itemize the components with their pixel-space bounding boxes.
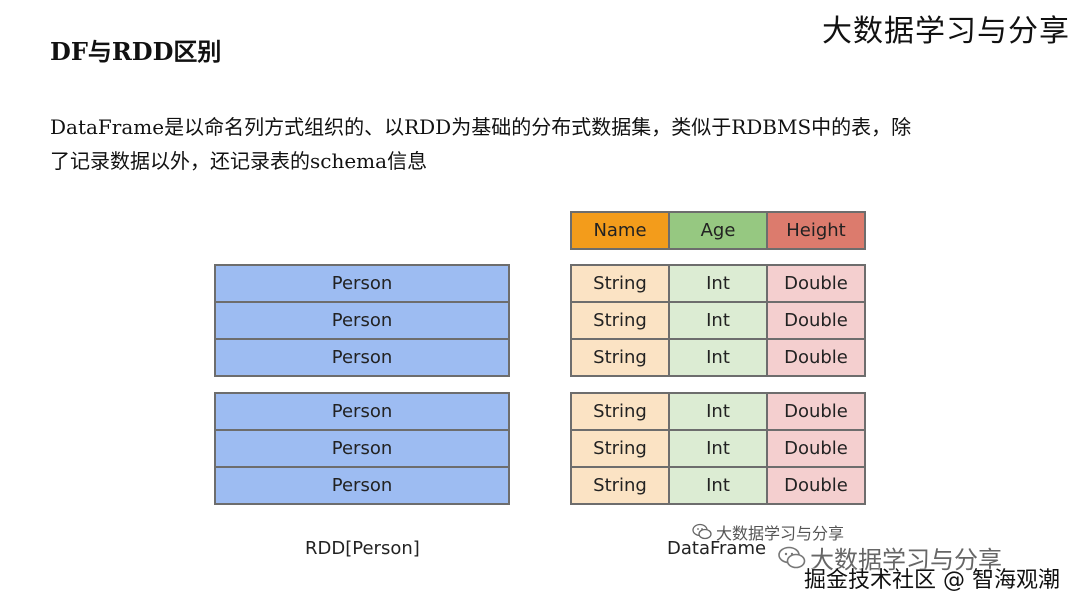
dataframe-cell: String bbox=[572, 340, 668, 375]
watermark-small: 大数据学习与分享 bbox=[692, 520, 844, 544]
header-cell-age: Age bbox=[670, 213, 766, 248]
brand-title: 大数据学习与分享 bbox=[822, 14, 1070, 49]
rdd-partition-1: Person Person Person bbox=[214, 264, 510, 377]
dataframe-row: String Int Double bbox=[572, 266, 864, 301]
rdd-partition-2: Person Person Person bbox=[214, 392, 510, 505]
dataframe-cell: String bbox=[572, 468, 668, 503]
dataframe-row: String Int Double bbox=[572, 394, 864, 429]
rdd-row: Person bbox=[216, 468, 508, 503]
wechat-icon bbox=[778, 546, 806, 570]
rdd-row: Person bbox=[216, 266, 508, 301]
dataframe-row: String Int Double bbox=[572, 468, 864, 503]
rdd-row: Person bbox=[216, 394, 508, 429]
footer-watermark: 掘金技术社区 @ 智海观潮 bbox=[804, 568, 1060, 593]
rdd-row: Person bbox=[216, 340, 508, 375]
dataframe-cell: Double bbox=[768, 468, 864, 503]
rdd-caption: RDD[Person] bbox=[305, 538, 420, 559]
dataframe-cell: Int bbox=[670, 431, 766, 466]
dataframe-cell: Double bbox=[768, 431, 864, 466]
dataframe-cell: Double bbox=[768, 340, 864, 375]
rdd-row: Person bbox=[216, 303, 508, 338]
dataframe-cell: String bbox=[572, 266, 668, 301]
dataframe-cell: Int bbox=[670, 340, 766, 375]
dataframe-row: String Int Double bbox=[572, 303, 864, 338]
description: DataFrame是以命名列方式组织的、以RDD为基础的分布式数据集，类似于RD… bbox=[50, 110, 990, 178]
dataframe-row: String Int Double bbox=[572, 340, 864, 375]
dataframe-caption: DataFrame bbox=[667, 538, 767, 559]
header-cell-name: Name bbox=[572, 213, 668, 248]
dataframe-cell: Double bbox=[768, 303, 864, 338]
dataframe-cell: Double bbox=[768, 394, 864, 429]
dataframe-cell: Int bbox=[670, 266, 766, 301]
wechat-icon bbox=[692, 523, 712, 541]
dataframe-header-row: Name Age Height bbox=[572, 213, 864, 248]
dataframe-cell: String bbox=[572, 303, 668, 338]
dataframe-cell: Int bbox=[670, 303, 766, 338]
dataframe-cell: Int bbox=[670, 468, 766, 503]
rdd-row: Person bbox=[216, 431, 508, 466]
description-line-1: DataFrame是以命名列方式组织的、以RDD为基础的分布式数据集，类似于RD… bbox=[50, 115, 912, 139]
page-title: DF与RDD区别 bbox=[50, 37, 222, 66]
watermark-small-text: 大数据学习与分享 bbox=[716, 524, 845, 543]
dataframe-partition-2: String Int Double String Int Double Stri… bbox=[570, 392, 866, 505]
header-cell-height: Height bbox=[768, 213, 864, 248]
dataframe-partition-1: String Int Double String Int Double Stri… bbox=[570, 264, 866, 377]
dataframe-row: String Int Double bbox=[572, 431, 864, 466]
dataframe-header: Name Age Height bbox=[570, 211, 866, 250]
watermark-large: 大数据学习与分享 bbox=[778, 540, 1002, 575]
dataframe-cell: String bbox=[572, 431, 668, 466]
dataframe-cell: String bbox=[572, 394, 668, 429]
dataframe-cell: Int bbox=[670, 394, 766, 429]
description-line-2: 了记录数据以外，还记录表的schema信息 bbox=[50, 149, 428, 173]
watermark-large-text: 大数据学习与分享 bbox=[810, 546, 1002, 574]
dataframe-cell: Double bbox=[768, 266, 864, 301]
